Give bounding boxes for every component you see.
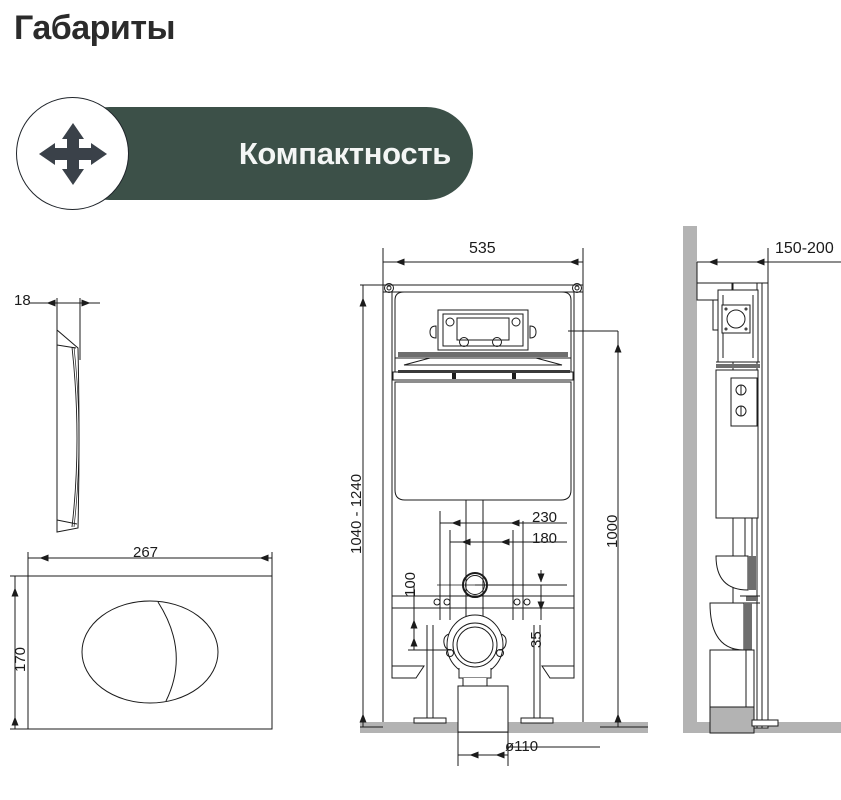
flush-plate-front-view [10,552,273,730]
move-arrows-icon [38,122,107,185]
feature-badge-pill: Компактность [63,107,473,200]
frame-side-view [683,226,841,734]
dim-bolt-spacing-inner: 180 [532,530,558,547]
dim-outlet-offset: 35 [528,631,545,648]
dim-drain-diameter: ø110 [505,738,539,755]
feature-badge-circle [16,97,129,210]
dim-inlet-offset: 100 [402,571,419,597]
dim-plate-width: 267 [133,544,159,561]
dim-frame-width: 535 [469,240,496,257]
dim-plate-height: 170 [12,646,29,672]
dim-bolt-spacing-outer: 230 [532,509,558,526]
dim-plate-thickness: 18 [14,292,31,309]
page-title: Габариты [14,9,176,47]
dim-mounting-height: 1000 [604,514,621,548]
dim-wall-depth-range: 150-200 [775,240,834,257]
dim-frame-height-range: 1040 - 1240 [348,473,365,554]
feature-badge-label: Компактность [238,135,451,171]
frame-front-view [359,248,648,766]
flush-plate-side-view [30,298,100,533]
